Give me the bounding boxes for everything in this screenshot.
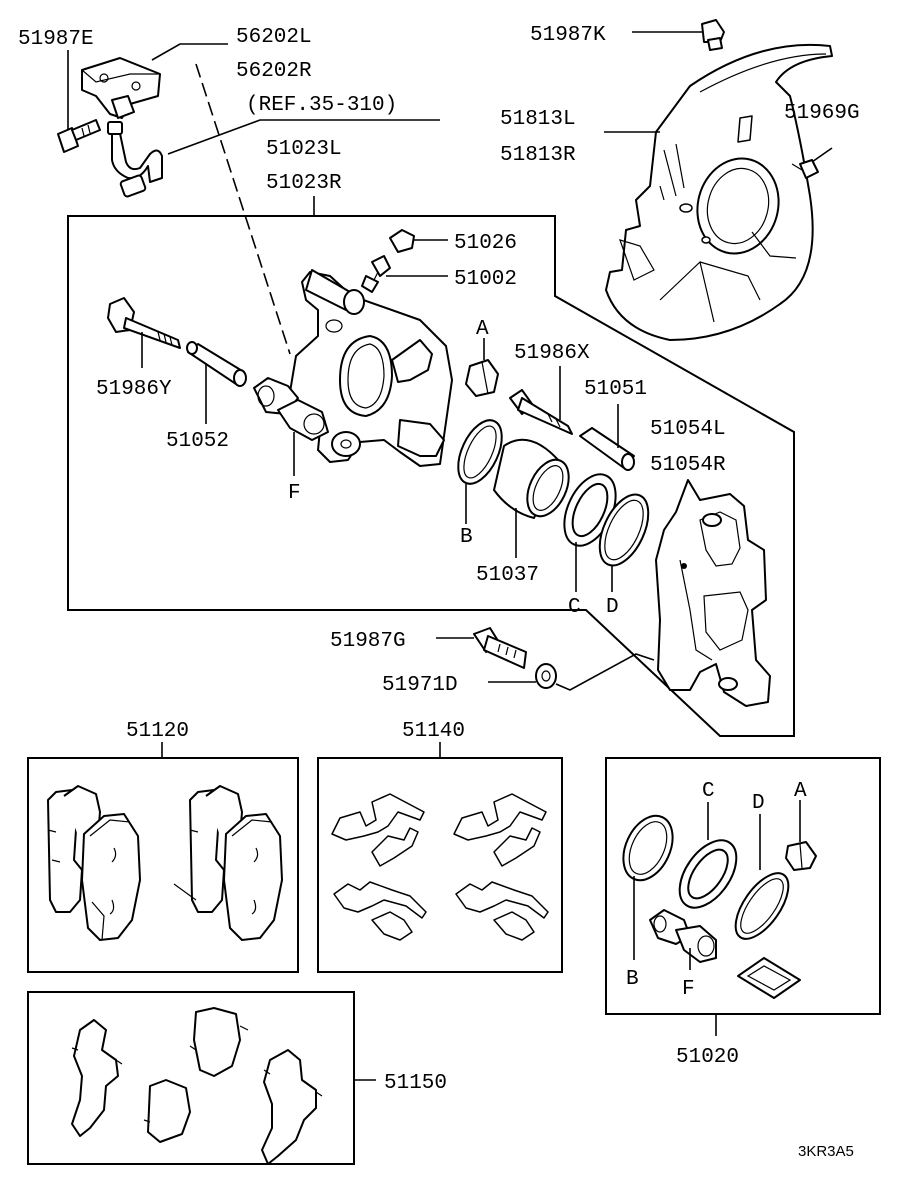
washer-51971D xyxy=(488,653,655,691)
kit-ring-D xyxy=(734,814,790,940)
label-51987K: 51987K xyxy=(530,24,606,47)
hose-bracket-part xyxy=(81,57,161,119)
boot-F xyxy=(253,377,329,476)
label-F: F xyxy=(288,482,301,505)
label-51037: 51037 xyxy=(476,564,539,587)
label-51987G: 51987G xyxy=(330,630,406,653)
kit-ring-B xyxy=(622,814,674,960)
label-51051: 51051 xyxy=(584,378,647,401)
pad-clips-51140 xyxy=(331,793,549,941)
brake-hose xyxy=(107,121,163,198)
shim-set-box xyxy=(27,991,355,1165)
leader-ref-hose xyxy=(167,119,440,155)
label-51150: 51150 xyxy=(384,1072,447,1095)
bolt-51987G xyxy=(436,627,527,669)
bolt-51987K xyxy=(632,19,725,51)
pad-shims-51150 xyxy=(71,1007,323,1165)
screw-51969G xyxy=(791,147,833,179)
guide-bolt-51986X xyxy=(509,366,573,435)
label-51054R: 51054R xyxy=(650,454,726,477)
kit-grease-packet xyxy=(737,957,801,999)
seal-kit-51020 xyxy=(622,800,817,999)
label-ref: (REF.35-310) xyxy=(246,94,397,117)
label-51026: 51026 xyxy=(454,232,517,255)
label-51971D: 51971D xyxy=(382,674,458,697)
label-kit-C: C xyxy=(702,780,715,803)
label-C: C xyxy=(568,596,581,619)
label-51023L: 51023L xyxy=(266,138,342,161)
guide-bolt-51986Y xyxy=(107,297,181,368)
caliper-support-51054 xyxy=(655,479,771,707)
label-51813R: 51813R xyxy=(500,144,576,167)
boot-A xyxy=(465,338,499,397)
kit-boot-A xyxy=(785,800,817,871)
bolt-51987E xyxy=(57,119,101,153)
kit-boot-F xyxy=(649,909,717,970)
label-A: A xyxy=(476,318,489,341)
label-51054L: 51054L xyxy=(650,418,726,441)
ring-D xyxy=(598,493,650,592)
label-kit-A: A xyxy=(794,780,807,803)
label-51986Y: 51986Y xyxy=(96,378,172,401)
label-51120: 51120 xyxy=(126,720,189,743)
label-51987E: 51987E xyxy=(18,28,94,51)
label-56202R: 56202R xyxy=(236,60,312,83)
label-51020: 51020 xyxy=(676,1046,739,1069)
seal-kit-box xyxy=(605,757,881,1015)
ring-B xyxy=(457,419,503,524)
label-51986X: 51986X xyxy=(514,342,590,365)
label-51813L: 51813L xyxy=(500,108,576,131)
piston-51037 xyxy=(493,438,570,558)
label-D: D xyxy=(606,596,619,619)
guide-pin-51051 xyxy=(579,404,635,471)
diagram-code: 3KR3A5 xyxy=(798,1143,854,1160)
label-B: B xyxy=(460,526,473,549)
label-kit-D: D xyxy=(752,792,765,815)
label-51002: 51002 xyxy=(454,268,517,291)
label-51969G: 51969G xyxy=(784,102,860,125)
clip-set-box xyxy=(317,757,563,973)
bleeder-cap-51026 xyxy=(389,229,448,253)
label-56202L: 56202L xyxy=(236,26,312,49)
caliper-assembly-outline xyxy=(67,215,795,737)
kit-seal-C xyxy=(678,802,738,909)
label-kit-F: F xyxy=(682,978,695,1001)
leader-56202 xyxy=(151,43,228,61)
brake-pads-51120 xyxy=(47,785,283,941)
dash-leader-bracket xyxy=(195,63,291,355)
caliper-body xyxy=(289,269,453,467)
dust-shield-51813 xyxy=(605,43,833,341)
bleeder-screw-51002 xyxy=(361,255,448,293)
pad-set-box xyxy=(27,757,299,973)
label-51140: 51140 xyxy=(402,720,465,743)
label-51052: 51052 xyxy=(166,430,229,453)
label-kit-B: B xyxy=(626,968,639,991)
label-51023R: 51023R xyxy=(266,172,342,195)
guide-pin-51052 xyxy=(186,341,247,424)
